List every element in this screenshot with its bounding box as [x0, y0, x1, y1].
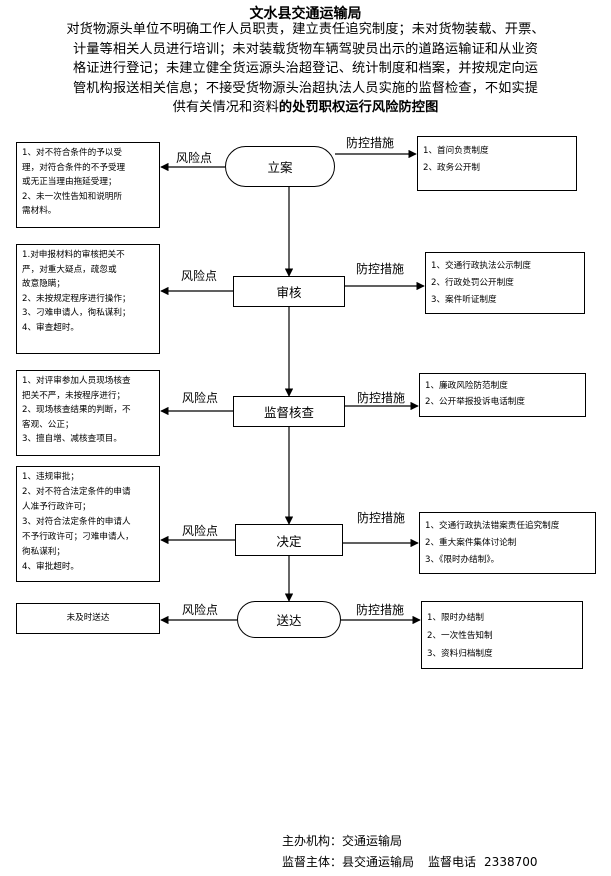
risk-box-5: 未及时送达 [16, 603, 160, 634]
risk-4-line-2: 2、对不符合法定条件的申请 [22, 487, 131, 497]
measure-box-2: 1、交通行政执法公示制度 2、行政处罚公开制度 3、案件听证制度 [425, 252, 585, 314]
risk-box-3: 1、对评审参加人员现场核查 把关不严，未按程序进行； 2、现场核查结果的判断，不… [16, 370, 160, 456]
risk-2-line-3: 故意隐瞒； [22, 279, 65, 289]
risk-box-1: 1、对不符合条件的予以受 理，对符合条件的不予受理 或无正当理由拖延受理； 2、… [16, 142, 160, 228]
risk-point-label-3: 风险点 [182, 391, 219, 405]
title-line-3: 格证进行登记；未建立健全货运源头治超登记、统计制度和档案，并按规定向运 [72, 61, 539, 77]
measure-3-line-1: 1、廉政风险防范制度 [425, 381, 508, 391]
risk-2-line-4: 2、未按规定程序进行操作； [22, 293, 131, 304]
measure-1-line-2: 2、政务公开制 [423, 163, 481, 173]
title-line-1: 对货物源头单位不明确工作人员职责，建立责任追究制度；未对货物装载、开票、 [66, 22, 545, 37]
measure-1-line-1: 1、首问负责制度 [423, 146, 489, 156]
measure-2-line-1: 1、交通行政执法公示制度 [431, 261, 531, 271]
organization-name: 文水县交通运输局 [249, 6, 362, 22]
measure-label-1: 防控措施 [346, 136, 395, 150]
risk-4-line-3: 人准予行政许可； [22, 502, 91, 512]
footer-phone-value: 2338700 [484, 855, 538, 869]
risk-4-line-5: 不予行政许可；刁难申请人， [22, 532, 134, 542]
risk-2-line-6: 4、审查超时。 [22, 322, 80, 333]
title-line-2: 计量等相关人员进行培训；未对装载货物车辆驾驶员出示的道路运输证和从业资 [72, 41, 539, 57]
footer-supervisor: 监督主体：县交通运输局监督电话 2338700 [282, 853, 538, 870]
stage-node-5: 送达 [237, 601, 341, 638]
risk-5-line-1: 未及时送达 [66, 613, 110, 624]
risk-4-line-1: 1、违规审批； [22, 472, 80, 482]
stage-node-4: 决定 [235, 524, 343, 556]
measure-box-1: 1、首问负责制度 2、政务公开制 [417, 136, 577, 191]
risk-3-line-2: 把关不严，未按程序进行； [22, 390, 126, 401]
measure-4-line-1: 1、交通行政执法错案责任追究制度 [425, 521, 560, 531]
risk-1-line-5: 需材料。 [22, 206, 57, 216]
risk-2-line-1: 1.对申报材料的审核把关不 [22, 250, 125, 260]
measure-3-line-2: 2、公开举报投诉电话制度 [425, 397, 525, 407]
risk-4-line-4: 3、对符合法定条件的申请人 [22, 517, 131, 527]
measure-4-line-2: 2、重大案件集体讨论制 [425, 538, 517, 548]
risk-1-line-1: 1、对不符合条件的予以受 [22, 148, 122, 158]
risk-3-line-3: 2、现场核查结果的判断，不 [22, 405, 131, 415]
footer-organizer-label: 主办机构： [282, 834, 343, 848]
risk-4-line-6: 徇私谋利； [22, 547, 65, 557]
risk-point-label-1: 风险点 [176, 151, 213, 165]
risk-box-2: 1.对申报材料的审核把关不 严，对重大疑点，疏忽或 故意隐瞒； 2、未按规定程序… [16, 244, 160, 354]
measure-5-line-2: 2、一次性告知制 [427, 631, 493, 641]
risk-3-line-4: 客观、公正； [22, 419, 74, 430]
measure-5-line-3: 3、资料归档制度 [427, 649, 493, 659]
risk-3-line-1: 1、对评审参加人员现场核查 [22, 376, 131, 386]
risk-box-4: 1、违规审批； 2、对不符合法定条件的申请 人准予行政许可； 3、对符合法定条件… [16, 466, 160, 582]
measure-4-line-3: 3、《限时办结制》。 [425, 555, 500, 565]
footer-supervisor-value: 县交通运输局 [342, 855, 415, 869]
title-line-5: 供有关情况和资料的处罚职权运行风险防控图 [8, 98, 603, 118]
footer-organizer-value: 交通运输局 [342, 834, 403, 848]
risk-1-line-3: 或无正当理由拖延受理； [22, 177, 117, 187]
footer-supervisor-label: 监督主体： [282, 855, 343, 869]
title-line-5-bold: 的处罚职权运行风险防控图 [278, 100, 439, 116]
measure-2-line-3: 3、案件听证制度 [431, 295, 497, 305]
stage-node-2: 审核 [233, 276, 345, 307]
measure-label-4: 防控措施 [357, 511, 406, 525]
measure-label-3: 防控措施 [357, 391, 406, 405]
title-line-5-plain: 供有关情况和资料 [172, 100, 279, 116]
risk-point-label-5: 风险点 [182, 603, 219, 617]
risk-point-label-2: 风险点 [181, 269, 218, 283]
risk-1-line-4: 2、未一次性告知和说明所 [22, 191, 122, 202]
risk-2-line-5: 3、刁难申请人，徇私谋利； [22, 308, 131, 318]
footer-organizer: 主办机构：交通运输局 [282, 832, 402, 849]
risk-point-label-4: 风险点 [182, 524, 219, 538]
risk-2-line-2: 严，对重大疑点，疏忽或 [22, 264, 117, 275]
title-line-4: 管机构报送相关信息；不接受货物源头治超执法人员实施的监督检查，不如实提 [72, 80, 539, 96]
stage-node-3: 监督核查 [233, 396, 345, 427]
measure-5-line-1: 1、限时办结制 [427, 613, 485, 623]
stage-node-1: 立案 [225, 146, 335, 187]
measure-label-5: 防控措施 [356, 603, 405, 617]
risk-1-line-2: 理，对符合条件的不予受理 [22, 162, 126, 173]
measure-box-3: 1、廉政风险防范制度 2、公开举报投诉电话制度 [419, 373, 586, 417]
measure-box-5: 1、限时办结制 2、一次性告知制 3、资料归档制度 [421, 601, 583, 669]
risk-4-line-7: 4、审批超时。 [22, 562, 80, 572]
measure-2-line-2: 2、行政处罚公开制度 [431, 278, 514, 288]
measure-box-4: 1、交通行政执法错案责任追究制度 2、重大案件集体讨论制 3、《限时办结制》。 [419, 512, 596, 574]
risk-3-line-5: 3、擅自增、减核查项目。 [22, 434, 122, 444]
footer-phone-label: 监督电话 [428, 855, 477, 869]
measure-label-2: 防控措施 [356, 262, 405, 276]
diagram-title: 对货物源头单位不明确工作人员职责，建立责任追究制度；未对货物装载、开票、 计量等… [8, 20, 603, 118]
